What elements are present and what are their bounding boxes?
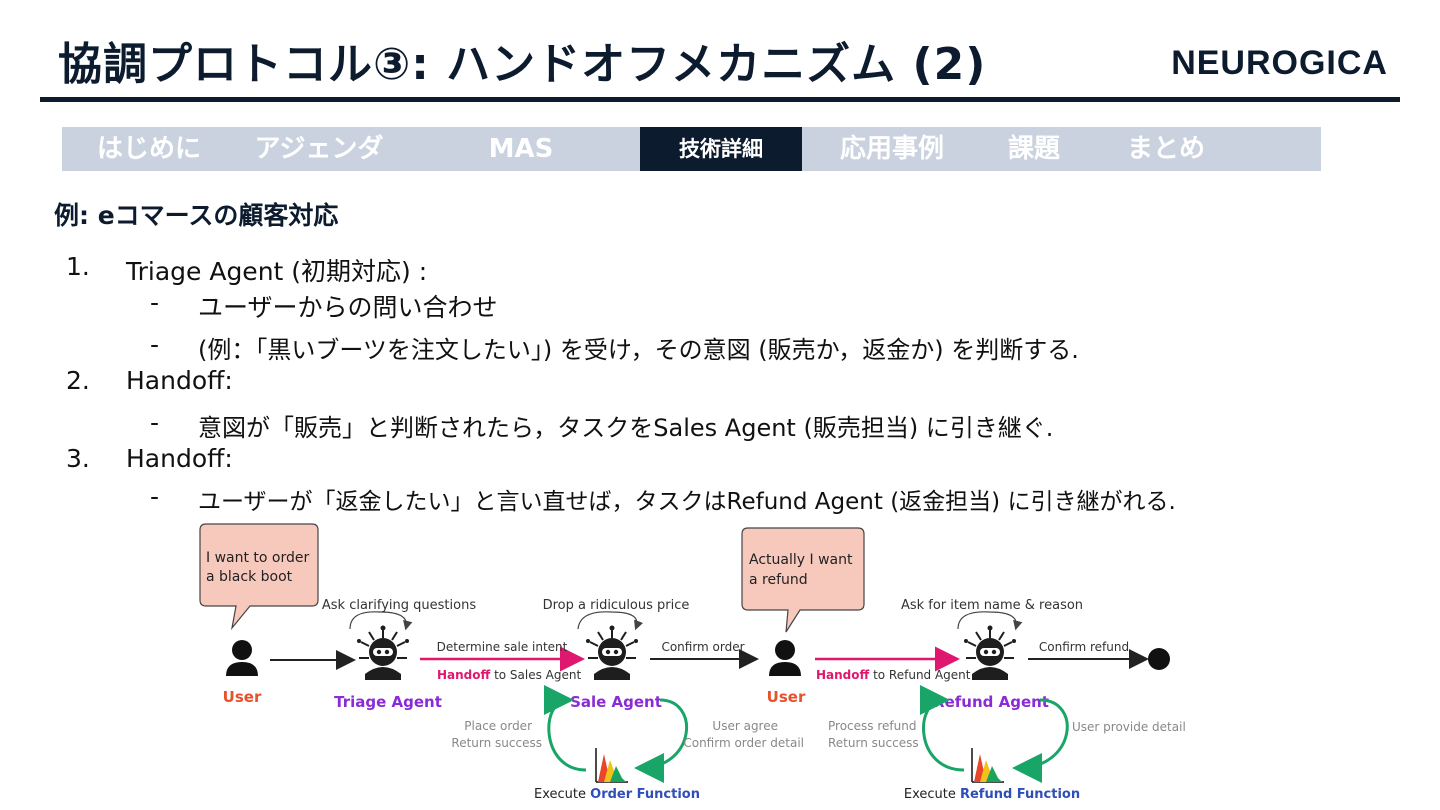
list-number: 1. [66, 252, 90, 281]
speech-bubble [741, 527, 865, 633]
tab-use-cases[interactable]: 応用事例 [839, 134, 944, 164]
title-divider [40, 97, 1400, 102]
page-title: 協調プロトコル③: ハンドオフメカニズム (2) [58, 39, 987, 90]
list-item: Triage Agent (初期対応) : [126, 257, 428, 286]
loop-label: Process refund [828, 719, 916, 733]
tab-intro[interactable]: はじめに [96, 134, 201, 164]
loop-label: Return success [828, 736, 919, 750]
sale-agent-label: Sale Agent [570, 693, 662, 711]
loop-label: Place order [464, 719, 532, 733]
self-loop-arrow [957, 611, 1023, 631]
tab-tech-details[interactable]: 技術詳細 [640, 127, 802, 171]
triage-agent-icon [356, 624, 410, 681]
bullet-dash: - [150, 408, 160, 437]
loop-label: User agree [712, 719, 778, 733]
order-function-icon [595, 747, 629, 783]
bubble-text: a refund [749, 572, 808, 588]
arrow-label: Handoff to Refund Agent [816, 668, 971, 682]
arrow-label: Confirm order [661, 640, 744, 654]
function-label: Execute Order Function [534, 787, 700, 802]
arrow-label: Determine sale intent [437, 640, 568, 654]
loop-label: User provide detail [1072, 720, 1186, 734]
bullet-dash: - [150, 330, 160, 359]
sale-agent-icon [585, 624, 639, 681]
bubble-text: I want to order [206, 550, 310, 566]
list-number: 2. [66, 366, 90, 395]
sub-item: (例：「黒いブーツを注文したい」) を受け，その意図 (販売か，返金か) を判断… [198, 336, 1079, 364]
loop-label: Confirm order detail [683, 736, 804, 750]
tab-summary[interactable]: まとめ [1126, 134, 1205, 164]
tab-challenges[interactable]: 課題 [1007, 134, 1060, 164]
function-label: Execute Refund Function [904, 787, 1080, 802]
end-node [1148, 648, 1170, 670]
bubble-text: Actually I want [749, 552, 853, 568]
list-item: Handoff: [126, 366, 233, 395]
arrow-label: Handoff to Sales Agent [437, 668, 581, 682]
company-logo: NEUROGICA [1171, 44, 1388, 82]
list-item: Handoff: [126, 444, 233, 473]
self-loop-arrow [349, 611, 413, 631]
user-icon [769, 640, 801, 676]
refund-agent-label: Refund Agent [933, 693, 1049, 711]
loop-label: Return success [451, 736, 542, 750]
bullet-dash: - [150, 482, 160, 511]
section-heading: 例: eコマースの顧客対応 [54, 201, 339, 230]
sub-item: 意図が「販売」と判断されたら，タスクをSales Agent (販売担当) に引… [198, 414, 1054, 442]
loop-arrow [1012, 698, 1069, 783]
sub-item: ユーザーからの問い合わせ [198, 293, 498, 322]
loop-label: Ask for item name & reason [901, 598, 1083, 613]
sub-item: ユーザーが「返金したい」と言い直せば，タスクはRefund Agent (返金担… [198, 489, 1176, 515]
loop-arrow [919, 685, 965, 772]
loop-label: Ask clarifying questions [322, 598, 476, 613]
bubble-text: a black boot [206, 569, 293, 585]
list-number: 3. [66, 444, 90, 473]
user-icon [226, 640, 258, 676]
loop-label: Drop a ridiculous price [543, 598, 690, 613]
refund-agent-icon [963, 624, 1017, 681]
loop-arrow [634, 698, 688, 783]
section-nav: はじめに アジェンダ MAS 技術詳細 応用事例 課題 まとめ [62, 127, 1321, 171]
tab-mas[interactable]: MAS [488, 134, 554, 164]
refund-function-icon [971, 747, 1005, 783]
user-label: User [767, 688, 806, 706]
speech-bubble [199, 523, 319, 631]
tab-agenda[interactable]: アジェンダ [254, 134, 384, 164]
loop-arrow [543, 685, 587, 772]
triage-agent-label: Triage Agent [334, 693, 442, 711]
self-loop-arrow [577, 611, 644, 631]
bullet-dash: - [150, 288, 160, 317]
arrow-label: Confirm refund [1039, 640, 1129, 654]
user-label: User [223, 688, 262, 706]
